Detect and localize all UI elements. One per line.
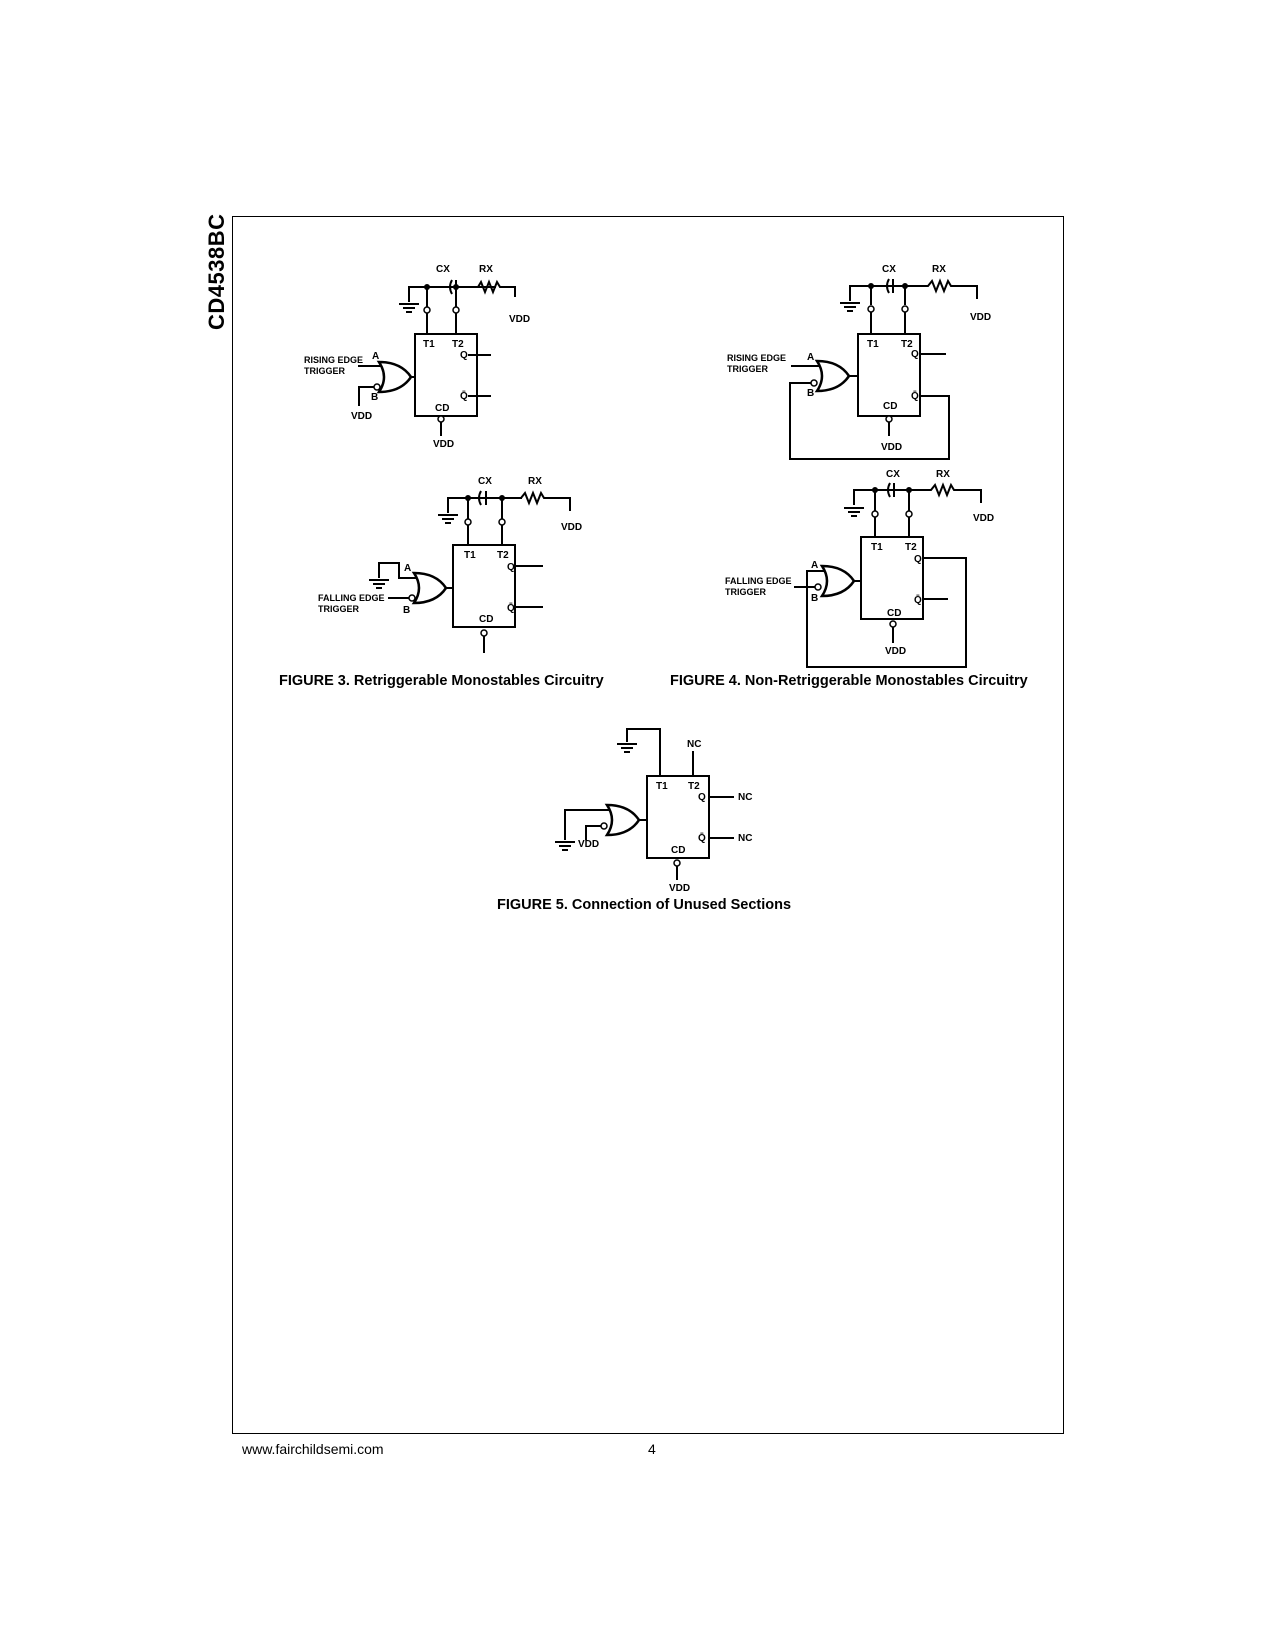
ground-icon <box>554 841 576 851</box>
figure-4-caption: FIGURE 4. Non-Retriggerable Monostables … <box>670 673 1028 689</box>
vdd-label: VDD <box>885 646 906 657</box>
cd-label: CD <box>479 614 493 625</box>
cx-label: CX <box>436 264 450 275</box>
t2-label: T2 <box>905 542 917 553</box>
t2-label: T2 <box>688 781 700 792</box>
vdd-label: VDD <box>578 839 599 850</box>
rx-label: RX <box>479 264 493 275</box>
q-label: Q <box>460 350 468 361</box>
t1-label: T1 <box>423 339 435 350</box>
rx-label: RX <box>932 264 946 275</box>
a-label: A <box>811 560 818 571</box>
falling-edge-label: FALLING EDGE <box>318 593 385 603</box>
vdd-label: VDD <box>669 883 690 894</box>
cx-label: CX <box>882 264 896 275</box>
figure-3-rising-edge-circuit: CX RX VDD T1 T2 Q Q̄ CD VDD A B VDD RISI… <box>304 264 530 450</box>
cd-label: CD <box>671 845 685 856</box>
t1-label: T1 <box>867 339 879 350</box>
footer-url[interactable]: www.fairchildsemi.com <box>242 1441 384 1457</box>
t1-label: T1 <box>464 550 476 561</box>
cd-label: CD <box>883 401 897 412</box>
vdd-label: VDD <box>351 411 372 422</box>
falling-edge-label: FALLING EDGE <box>725 576 792 586</box>
rising-edge-label: RISING EDGE <box>727 353 786 363</box>
vdd-label: VDD <box>973 513 994 524</box>
ground-icon <box>839 302 861 312</box>
vdd-label: VDD <box>433 439 454 450</box>
q-bar-label: Q̄ <box>507 602 515 614</box>
cx-label: CX <box>886 469 900 480</box>
rising-edge-label: RISING EDGE <box>304 355 363 365</box>
q-label: Q <box>911 349 919 360</box>
ground-icon <box>843 507 865 517</box>
figure-4-falling-edge-circuit: CX RX VDD T1 T2 Q Q̄ CD VDD A B FALLING … <box>725 469 994 668</box>
trigger-label: TRIGGER <box>318 604 360 614</box>
nc-label: NC <box>687 739 701 750</box>
figure-3-falling-edge-circuit: CX RX VDD T1 T2 Q Q̄ CD A B FALLING EDGE… <box>318 476 582 653</box>
content-frame <box>232 216 1064 1434</box>
b-label: B <box>811 593 818 604</box>
cd-label: CD <box>435 403 449 414</box>
cx-label: CX <box>478 476 492 487</box>
q-label: Q <box>507 562 515 573</box>
ground-icon <box>398 303 420 313</box>
ground-icon <box>616 743 638 753</box>
vdd-label: VDD <box>509 314 530 325</box>
rx-label: RX <box>936 469 950 480</box>
b-label: B <box>807 388 814 399</box>
t2-label: T2 <box>901 339 913 350</box>
t1-label: T1 <box>871 542 883 553</box>
q-bar-label: Q̄ <box>911 390 919 402</box>
b-label: B <box>371 392 378 403</box>
q-bar-label: Q̄ <box>698 832 706 844</box>
nc-label: NC <box>738 792 752 803</box>
b-label: B <box>403 605 410 616</box>
cd-label: CD <box>887 608 901 619</box>
figure-3-caption: FIGURE 3. Retriggerable Monostables Circ… <box>279 673 604 689</box>
figure-5-caption: FIGURE 5. Connection of Unused Sections <box>497 897 792 913</box>
a-label: A <box>404 563 411 574</box>
figure-4-rising-edge-circuit: CX RX VDD T1 T2 Q Q̄ CD VDD A B RISING E… <box>727 264 991 460</box>
q-label: Q <box>698 792 706 803</box>
trigger-label: TRIGGER <box>304 366 346 376</box>
figure-5-unused-section-circuit: NC NC NC T1 T2 Q Q̄ CD VDD VDD <box>554 728 752 894</box>
vdd-label: VDD <box>970 312 991 323</box>
a-label: A <box>372 351 379 362</box>
t1-label: T1 <box>656 781 668 792</box>
page-number: 4 <box>648 1441 656 1457</box>
q-bar-label: Q̄ <box>914 594 922 606</box>
t2-label: T2 <box>497 550 509 561</box>
ground-icon <box>437 514 459 524</box>
rx-label: RX <box>528 476 542 487</box>
trigger-label: TRIGGER <box>727 364 769 374</box>
t2-label: T2 <box>452 339 464 350</box>
q-label: Q <box>914 554 922 565</box>
q-bar-label: Q̄ <box>460 390 468 402</box>
trigger-label: TRIGGER <box>725 587 767 597</box>
nc-label: NC <box>738 833 752 844</box>
ground-icon <box>368 579 390 589</box>
vdd-label: VDD <box>881 442 902 453</box>
a-label: A <box>807 352 814 363</box>
vdd-label: VDD <box>561 522 582 533</box>
